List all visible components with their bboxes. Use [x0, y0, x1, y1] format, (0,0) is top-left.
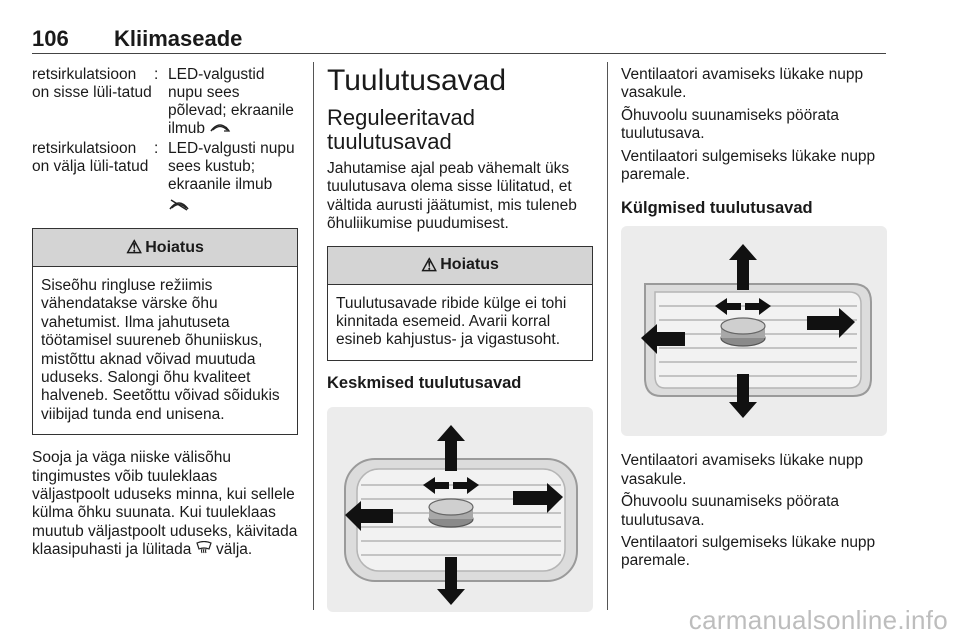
warning-title: Hoiatus — [440, 256, 499, 274]
warning-title: Hoiatus — [145, 238, 204, 256]
body-paragraph: Õhuvoolu suunamiseks pöörata tuulutusava… — [621, 106, 839, 143]
warning-box: ⚠ Hoiatus Tuulutusavade ribide külge ei … — [327, 245, 593, 361]
body-paragraph: Ventilaatori sulgemiseks lükake nupp par… — [621, 147, 876, 184]
windscreen-defrost-icon — [195, 541, 216, 558]
body-paragraph: Ventilaatori avamiseks lükake nupp vasak… — [621, 66, 864, 102]
warning-triangle-icon: ⚠ — [126, 237, 143, 257]
paragraph-text: Sooja ja väga niiske välisõhu tingimuste… — [32, 449, 298, 559]
paragraph-text-end: välja. — [216, 541, 253, 559]
definition-term: retsirkulatsioon on välja lüli-tatud — [32, 140, 149, 175]
column-right: Ventilaatori avamiseks lükake nupp vasak… — [621, 66, 887, 571]
body-paragraph: Ventilaatori sulgemiseks lükake nupp par… — [621, 534, 876, 570]
column-left: retsirkulatsioon on sisse lüli-tatud : L… — [32, 66, 298, 560]
center-vent-illustration — [327, 406, 593, 612]
recirculation-off-icon — [168, 197, 298, 216]
definition-row: retsirkulatsioon on välja lüli-tatud : L… — [32, 140, 298, 216]
definition-term: retsirkulatsioon on sisse lüli-tatud — [32, 66, 152, 101]
column-divider — [607, 62, 608, 610]
page-header: 106 Kliimaseade — [32, 24, 886, 54]
body-paragraph: Ventilaatori avamiseks lükake nupp vasak… — [621, 452, 864, 488]
recirculation-on-icon — [209, 120, 231, 137]
warning-header: ⚠ Hoiatus — [33, 229, 297, 267]
chapter-title: Kliimaseade — [114, 26, 243, 51]
watermark: carmanualsonline.info — [688, 605, 948, 635]
side-vents-heading: Külgmised tuulutusavad — [621, 199, 813, 218]
definition-desc-text: LED-valgustid nupu sees põlevad; ekraani… — [168, 66, 294, 137]
center-vents-heading: Keskmised tuulutusavad — [327, 373, 522, 392]
column-divider — [313, 62, 314, 610]
definition-desc: LED-valgustid nupu sees põlevad; ekraani… — [168, 66, 298, 138]
definition-colon: : — [154, 66, 159, 83]
section-heading: Tuulutusavad — [327, 64, 507, 97]
body-paragraph: Õhuvoolu suunamiseks pöörata tuulutusava… — [621, 493, 839, 529]
definition-row: retsirkulatsioon on sisse lüli-tatud : L… — [32, 66, 298, 138]
definition-desc: LED-valgusti nupu sees kustub; ekraanile… — [168, 140, 298, 216]
warning-body: Tuulutusavade ribide külge ei tohi kinni… — [336, 294, 567, 349]
subsection-heading: Reguleeritavad tuulutusavad — [327, 105, 475, 154]
side-vent-illustration — [621, 226, 887, 437]
column-middle: Tuulutusavad Reguleeritavad tuulutusavad… — [327, 66, 593, 612]
definition-desc-text: LED-valgusti nupu sees kustub; ekraanile… — [168, 140, 295, 193]
definition-list: retsirkulatsioon on sisse lüli-tatud : L… — [32, 66, 298, 216]
body-paragraph: Sooja ja väga niiske välisõhu tingimuste… — [32, 449, 298, 559]
warning-body: Siseõhu ringluse režiimis vähendatakse v… — [41, 277, 280, 423]
page-number: 106 — [32, 26, 69, 51]
intro-paragraph: Jahutamise ajal peab vähemalt üks tuulut… — [327, 160, 577, 233]
definition-colon: : — [154, 140, 159, 157]
warning-triangle-icon: ⚠ — [421, 254, 438, 275]
warning-box: ⚠ Hoiatus Siseõhu ringluse režiimis vähe… — [32, 228, 298, 436]
warning-header: ⚠ Hoiatus — [328, 246, 592, 285]
